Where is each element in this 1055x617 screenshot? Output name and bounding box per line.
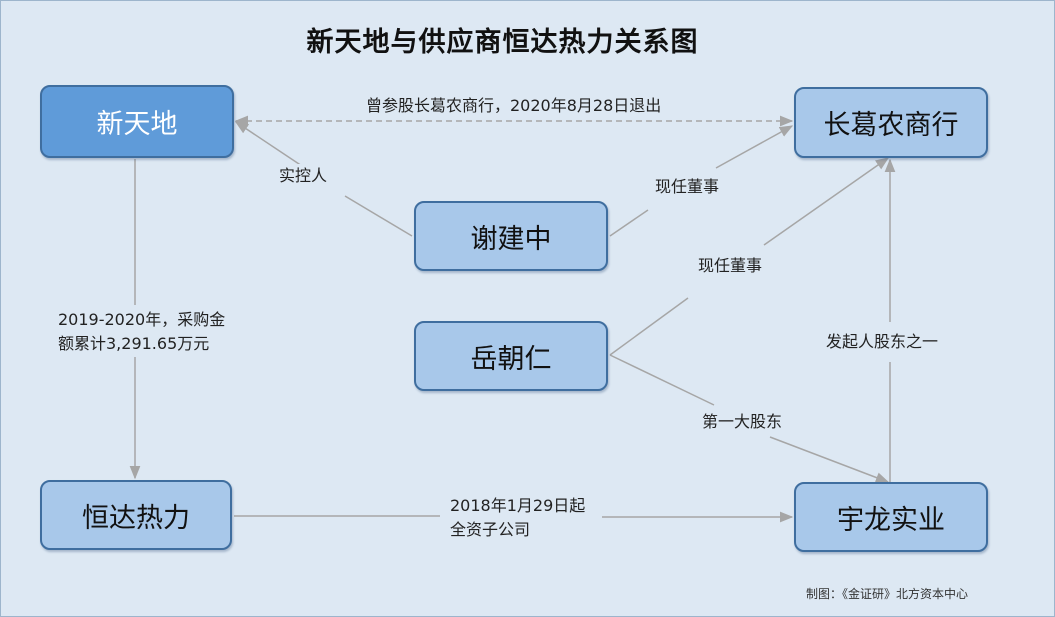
node-hengda-thermal: 恒达热力 (40, 480, 232, 550)
node-yulong: 宇龙实业 (794, 482, 988, 552)
diagram-title: 新天地与供应商恒达热力关系图 (306, 27, 699, 58)
node-hengda-thermal-label: 恒达热力 (82, 502, 190, 534)
edge-label-yue-director: 现任董事 (695, 254, 766, 278)
node-xie-jianzhong: 谢建中 (414, 201, 608, 271)
node-yulong-label: 宇龙实业 (837, 504, 945, 536)
edge-xie-director-b (715, 125, 794, 169)
edge-label-largest-shareholder: 第一大股东 (699, 410, 786, 434)
edge-controller-arrow (234, 121, 306, 169)
edge-largest-shareholder-a (609, 354, 715, 406)
node-xintiandi: 新天地 (40, 85, 234, 158)
edge-label-xie-director: 现任董事 (652, 175, 723, 199)
edge-label-former-shareholder: 曾参股长葛农商行，2020年8月28日退出 (363, 94, 665, 118)
node-yue-chaoren: 岳朝仁 (414, 321, 608, 391)
node-xintiandi-label: 新天地 (96, 109, 178, 140)
edge-label-purchase-line2: 额累计3,291.65万元 (58, 334, 210, 353)
edge-label-subsidiary-line2: 全资子公司 (450, 520, 531, 539)
edge-yue-director-b (763, 157, 890, 246)
edge-label-subsidiary-line1: 2018年1月29日起 (450, 496, 586, 515)
edge-label-purchase: 2019-2020年，采购金 额累计3,291.65万元 (55, 308, 229, 356)
node-yue-chaoren-label: 岳朝仁 (470, 343, 552, 375)
edge-controller (344, 195, 413, 237)
node-changge-bank-label: 长葛农商行 (823, 110, 959, 141)
node-xie-jianzhong-label: 谢建中 (470, 223, 552, 255)
edge-xie-director-a (609, 209, 649, 237)
credit-line: 制图：《金证研》北方资本中心 (806, 587, 969, 601)
edge-yue-director-a (609, 297, 689, 356)
edge-label-controller: 实控人 (276, 164, 331, 188)
node-changge-bank: 长葛农商行 (794, 87, 988, 158)
edge-label-purchase-line1: 2019-2020年，采购金 (58, 310, 226, 329)
edge-label-founder-shareholder: 发起人股东之一 (823, 330, 942, 354)
edge-largest-shareholder-b (769, 436, 890, 483)
edge-label-subsidiary: 2018年1月29日起 全资子公司 (447, 494, 589, 542)
